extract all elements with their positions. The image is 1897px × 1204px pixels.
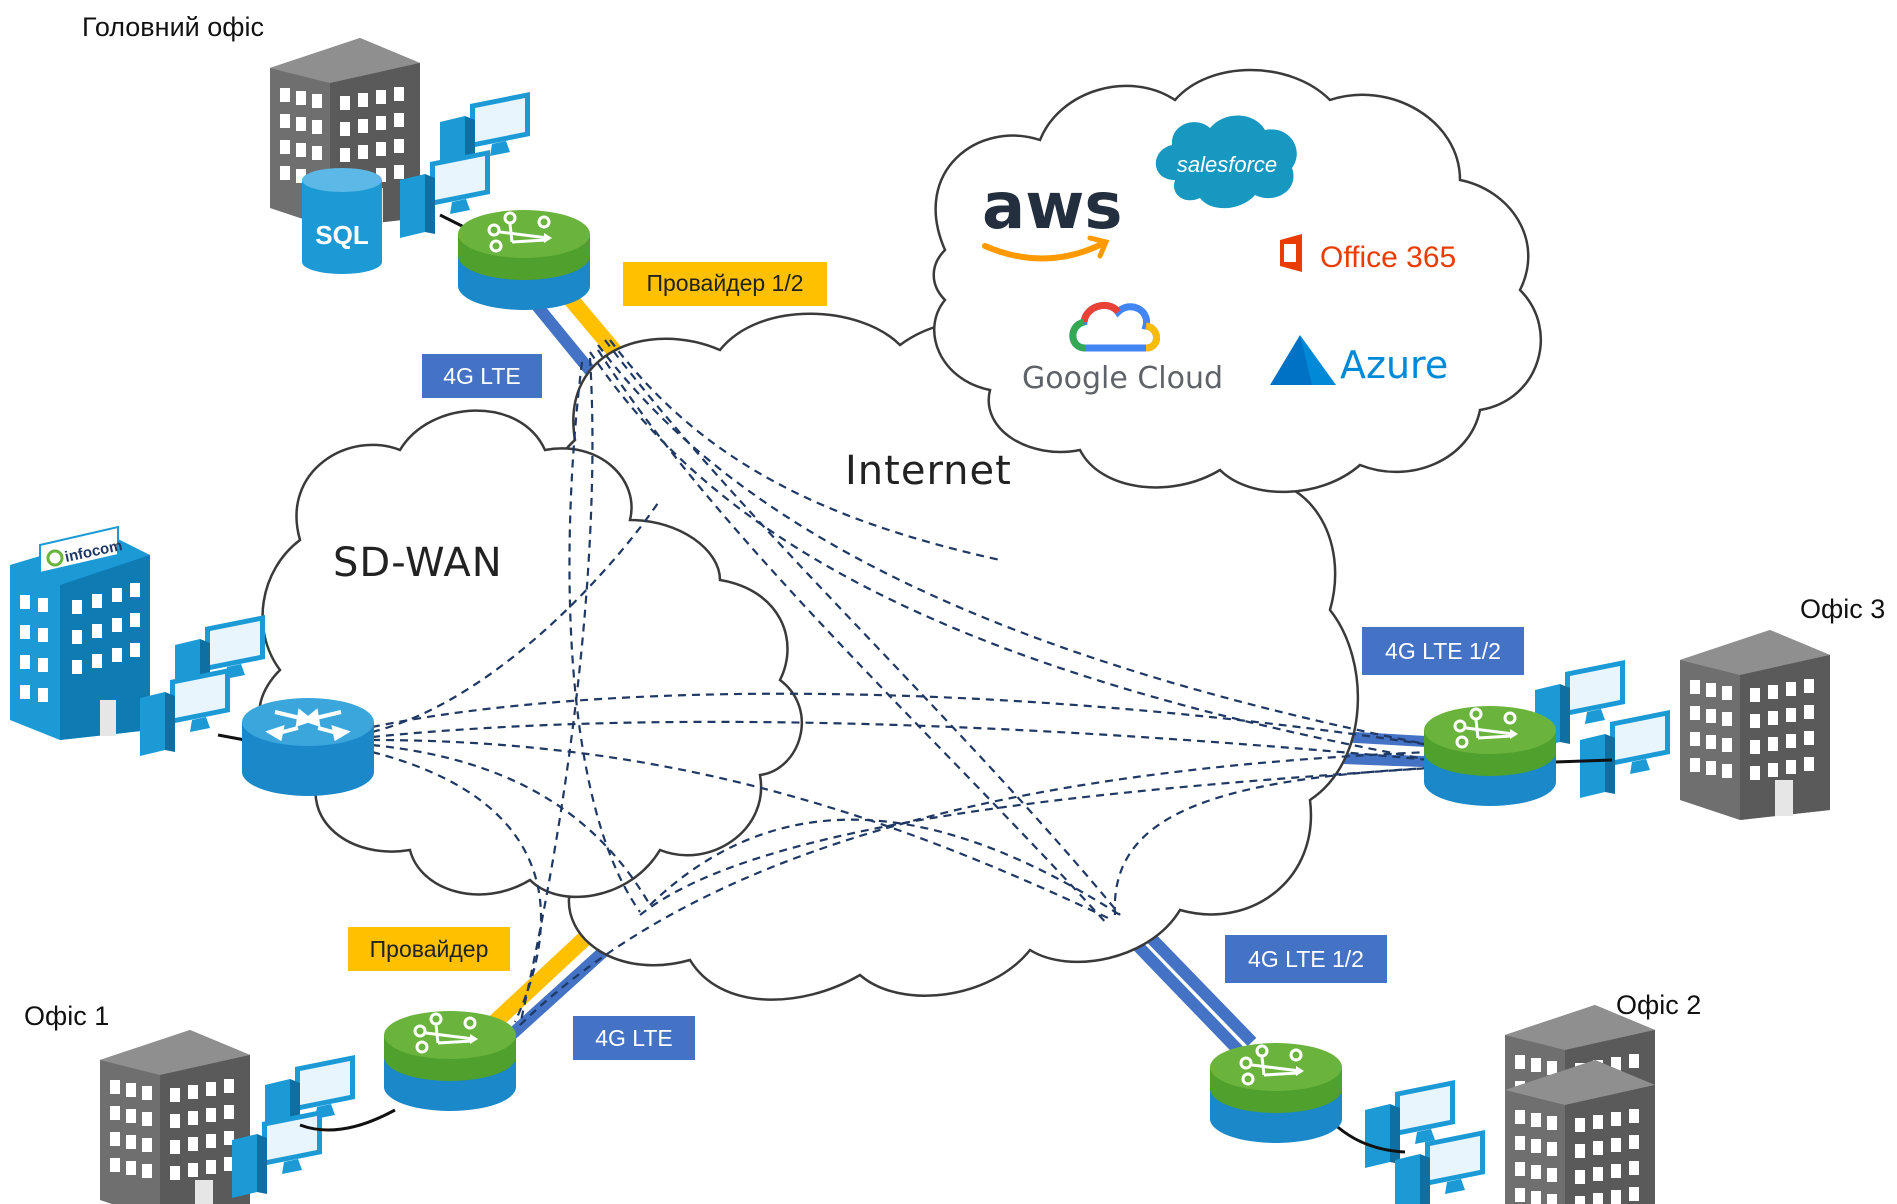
office365-logo-text: Office 365 [1320, 241, 1456, 274]
office2-lte-tag-text: 4G LTE 1/2 [1248, 946, 1364, 972]
azure-logo-text: Azure [1340, 343, 1448, 387]
hq-label: Головний офіс [82, 12, 264, 42]
hq-lte-tag: 4G LTE [422, 354, 542, 398]
sdwan-tunnels [371, 339, 1431, 1026]
office2-label: Офіс 2 [1616, 990, 1701, 1020]
office1-label: Офіс 1 [24, 1001, 109, 1031]
datacenter-router-icon[interactable] [242, 698, 374, 796]
office3-building-icon [1680, 630, 1830, 820]
salesforce-logo: salesforce [1155, 115, 1297, 209]
azure-logo: Azure [1270, 335, 1448, 387]
internet-cloud-label: Internet [845, 448, 1012, 494]
office3-workstation-icon [1580, 710, 1670, 798]
datacenter-building-icon: infocom [10, 525, 150, 740]
office2-workstation-icon [1395, 1130, 1485, 1204]
office2-sdwan-router-icon[interactable] [1208, 1041, 1344, 1145]
datacenter-workstation-icon [140, 668, 230, 756]
office3-lte-tag: 4G LTE 1/2 [1362, 627, 1524, 675]
office1-sdwan-router-icon[interactable] [382, 1009, 518, 1113]
hq-provider-tag-text: Провайдер 1/2 [646, 270, 803, 296]
aws-logo-text: aws [982, 170, 1122, 244]
office365-logo: Office 365 [1280, 234, 1456, 274]
hq-lte-tag-text: 4G LTE [443, 363, 521, 389]
office1-provider-tag-text: Провайдер [370, 936, 489, 962]
office3-sdwan-router-icon[interactable] [1422, 704, 1558, 808]
sql-database-icon: SQL [302, 168, 382, 274]
office3-lte-tag-text: 4G LTE 1/2 [1385, 638, 1501, 664]
salesforce-logo-text: salesforce [1177, 152, 1277, 177]
public-cloud-services [932, 68, 1543, 494]
sql-label: SQL [315, 220, 369, 250]
office2-lte-tag: 4G LTE 1/2 [1225, 935, 1387, 983]
hq-sdwan-router-icon[interactable] [456, 208, 592, 312]
aws-logo: aws [982, 170, 1122, 262]
office3-label: Офіс 3 [1800, 594, 1885, 624]
office1-lte-tag-text: 4G LTE [595, 1025, 673, 1051]
office1-lte-tag: 4G LTE [573, 1016, 695, 1060]
google-cloud-logo: Google Cloud [1022, 301, 1223, 396]
office1-provider-tag: Провайдер [348, 927, 510, 971]
hq-provider-tag: Провайдер 1/2 [623, 262, 827, 306]
sdwan-cloud-label: SD-WAN [333, 540, 503, 586]
office1-building-icon [100, 1030, 250, 1204]
google-cloud-logo-text: Google Cloud [1022, 361, 1223, 396]
